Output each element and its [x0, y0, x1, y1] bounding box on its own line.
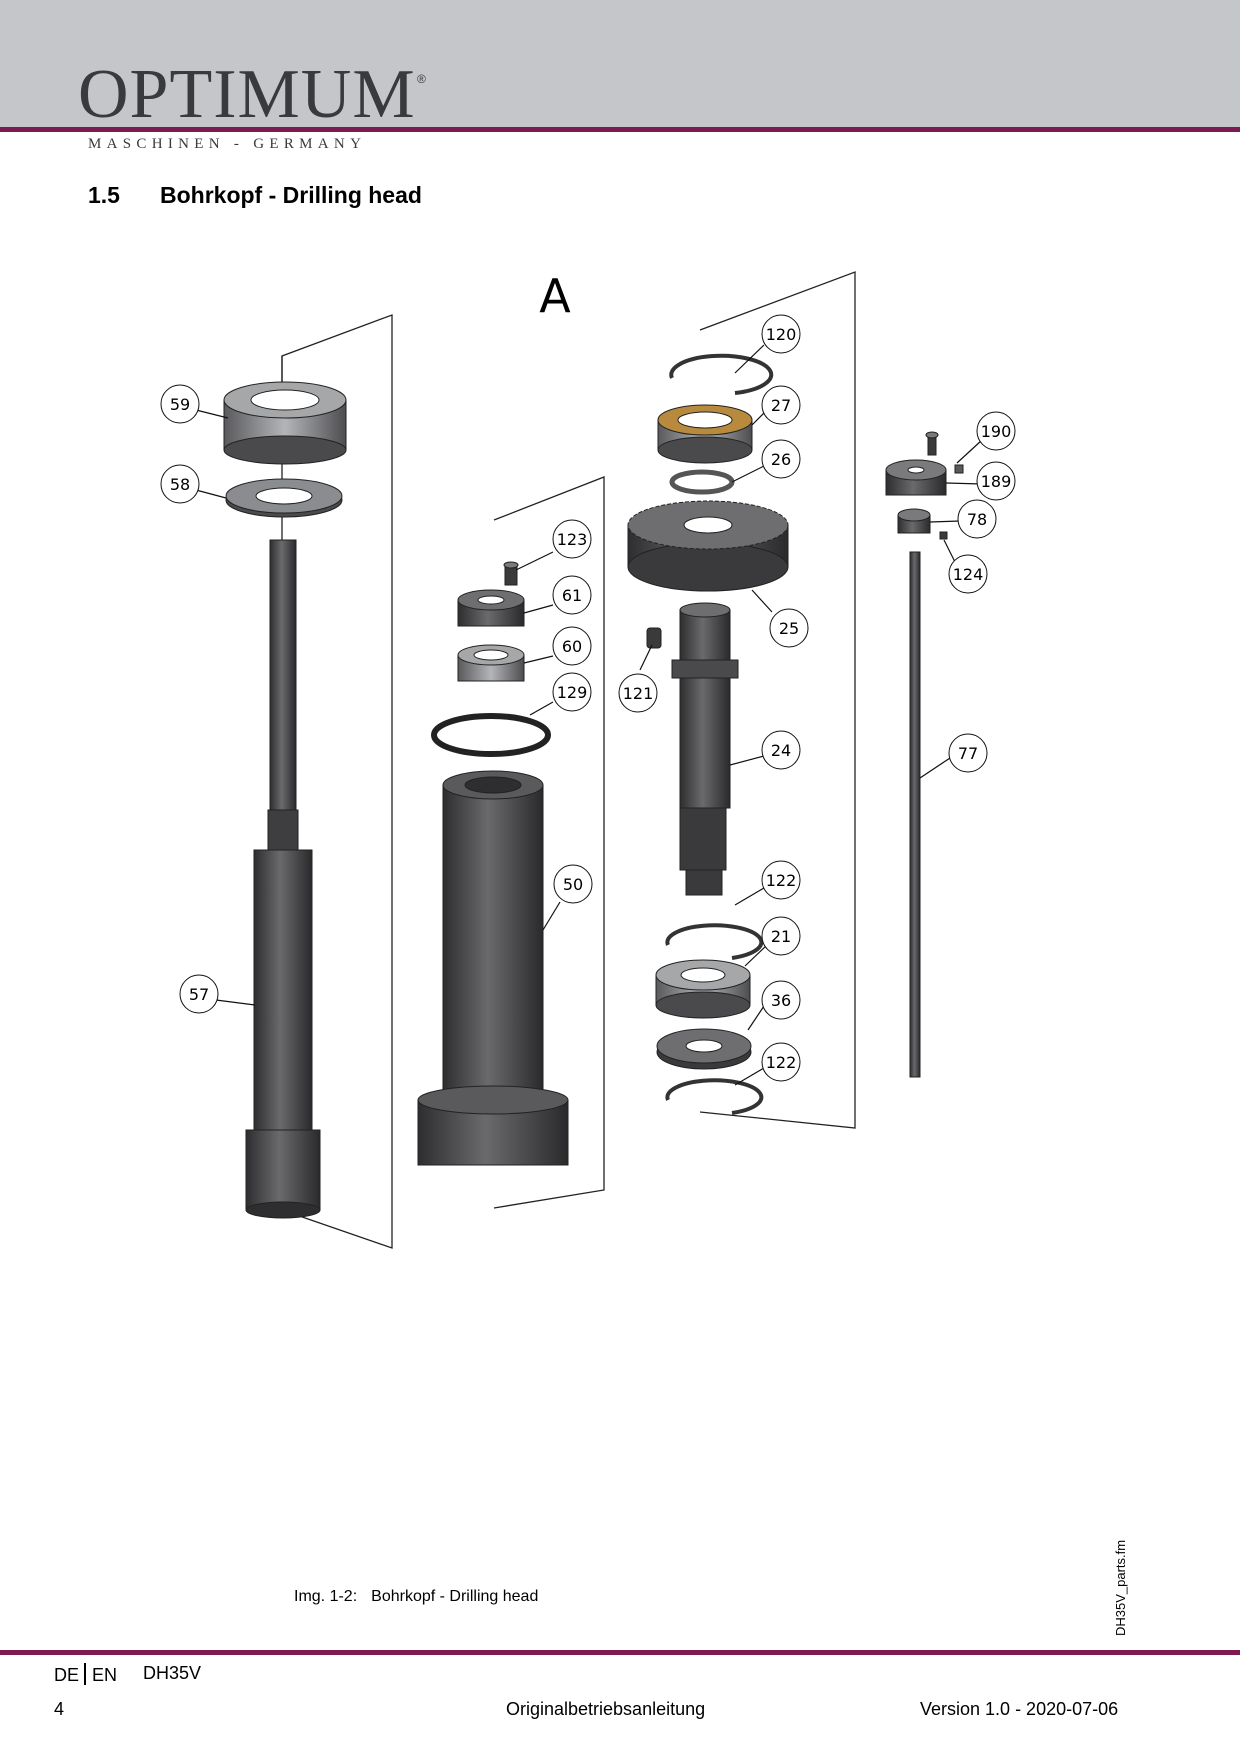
bearing-27 [657, 404, 753, 464]
circlip-120 [669, 353, 774, 395]
clamp-189 [885, 459, 964, 496]
ring-26 [669, 469, 735, 495]
footer-languages: DE EN [54, 1663, 117, 1686]
svg-text:124: 124 [953, 565, 984, 584]
svg-text:21: 21 [771, 927, 791, 946]
callout-121: 121 [618, 673, 658, 713]
section-title: Bohrkopf - Drilling head [160, 182, 422, 208]
footer-lang-de: DE [54, 1665, 80, 1685]
bearing-59 [223, 381, 347, 465]
callout-27: 27 [761, 385, 801, 425]
callout-122-upper: 122 [761, 860, 801, 900]
svg-text:57: 57 [189, 985, 209, 1004]
svg-text:190: 190 [981, 422, 1012, 441]
callout-58: 58 [160, 464, 200, 504]
footer-version: Version 1.0 - 2020-07-06 [920, 1699, 1119, 1719]
source-file-name: DH35V_parts.fm [1113, 1539, 1128, 1636]
callout-36: 36 [761, 980, 801, 1020]
footer-lang-separator [84, 1663, 87, 1685]
callout-61: 61 [552, 575, 592, 615]
brand-logo: OPTIMUM [78, 56, 416, 133]
sleeve-50 [417, 770, 569, 1166]
footer-model: DH35V [143, 1663, 202, 1683]
footer-document-type: Originalbetriebsanleitung [506, 1699, 706, 1719]
svg-text:120: 120 [766, 325, 797, 344]
callout-25: 25 [769, 608, 809, 648]
callout-60: 60 [552, 626, 592, 666]
caption-label: Img. 1-2: [294, 1588, 358, 1605]
washer-58 [225, 478, 343, 518]
callout-122-lower: 122 [761, 1042, 801, 1082]
svg-text:25: 25 [779, 619, 799, 638]
callout-57: 57 [179, 974, 219, 1014]
screw-123 [503, 561, 519, 586]
footer-lang-en: EN [92, 1665, 118, 1685]
circlip-122-upper [665, 923, 764, 960]
svg-text:122: 122 [766, 1053, 797, 1072]
header-band [0, 0, 1240, 127]
svg-text:60: 60 [562, 637, 582, 656]
svg-text:59: 59 [170, 395, 190, 414]
footer-page-number: 4 [54, 1699, 65, 1719]
svg-text:24: 24 [771, 741, 791, 760]
figure-caption: Img. 1-2: Bohrkopf - Drilling head [294, 1588, 538, 1606]
caption-text: Bohrkopf - Drilling head [371, 1588, 539, 1605]
callout-120: 120 [761, 314, 801, 354]
footer-rule [0, 1650, 1240, 1655]
svg-text:61: 61 [562, 586, 582, 605]
group-label: A [539, 269, 571, 323]
svg-text:129: 129 [557, 683, 588, 702]
screw-190 [925, 431, 939, 456]
callout-78: 78 [957, 499, 997, 539]
leader-lines [195, 344, 983, 1086]
svg-text:77: 77 [958, 744, 978, 763]
registered-mark: ® [417, 72, 426, 86]
collar-61 [457, 589, 525, 627]
callout-123: 123 [552, 519, 592, 559]
svg-text:50: 50 [563, 875, 583, 894]
gear-25 [627, 500, 789, 592]
svg-text:26: 26 [771, 450, 791, 469]
callout-21: 21 [761, 916, 801, 956]
seal-36 [656, 1028, 752, 1070]
set-screw-124 [939, 531, 948, 540]
shaft-24 [671, 602, 739, 896]
o-ring-129 [431, 713, 551, 757]
header-rule [0, 127, 1240, 132]
bearing-21 [655, 959, 751, 1019]
callout-189: 189 [976, 461, 1016, 501]
callout-190: 190 [976, 411, 1016, 451]
callout-50: 50 [553, 864, 593, 904]
circlip-122-lower [665, 1078, 764, 1115]
callout-26: 26 [761, 439, 801, 479]
rod-77 [909, 551, 921, 1078]
key-121 [646, 627, 662, 649]
callout-24: 24 [761, 730, 801, 770]
callout-129: 129 [552, 672, 592, 712]
callout-59: 59 [160, 384, 200, 424]
svg-text:27: 27 [771, 396, 791, 415]
spindle-57 [245, 539, 321, 1219]
callout-124: 124 [948, 554, 988, 594]
section-number: 1.5 [88, 182, 120, 208]
section-heading: 1.5 Bohrkopf - Drilling head [88, 182, 422, 209]
brand-tagline: MASCHINEN - GERMANY [88, 136, 367, 152]
bearing-60 [457, 644, 525, 682]
collar-78 [897, 508, 931, 534]
svg-text:123: 123 [557, 530, 588, 549]
svg-text:78: 78 [967, 510, 987, 529]
svg-text:121: 121 [623, 684, 654, 703]
svg-text:122: 122 [766, 871, 797, 890]
callout-77: 77 [948, 733, 988, 773]
svg-text:36: 36 [771, 991, 791, 1010]
svg-text:189: 189 [981, 472, 1012, 491]
svg-text:58: 58 [170, 475, 190, 494]
